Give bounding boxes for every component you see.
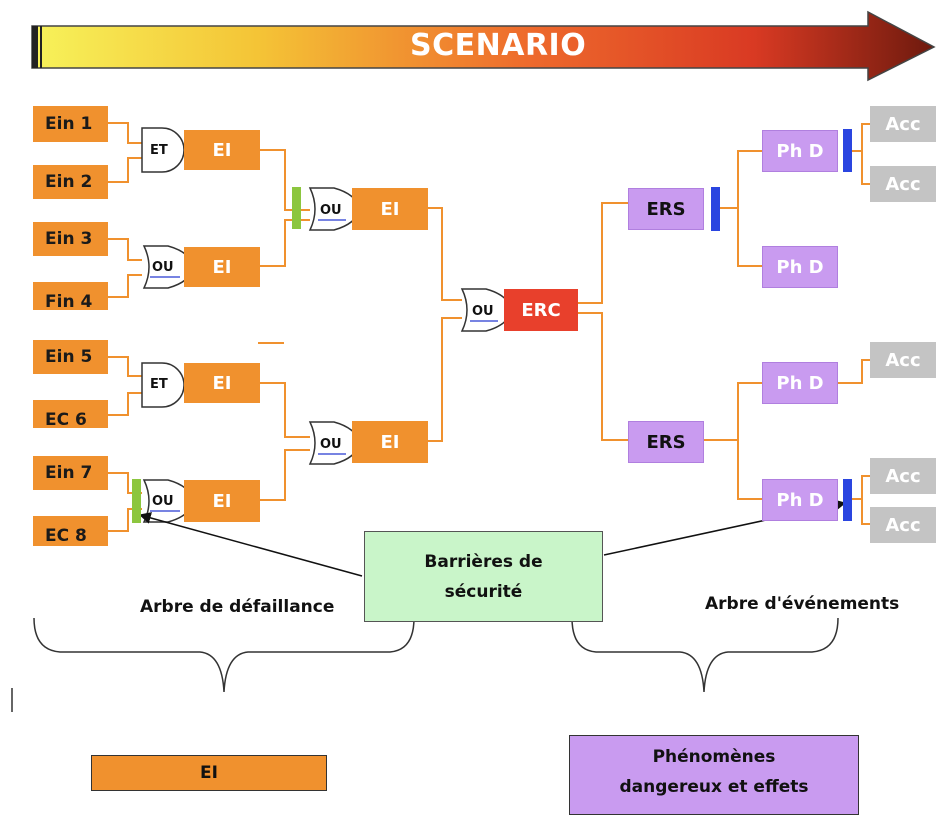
scenario-title: SCENARIO xyxy=(410,28,587,63)
input-box: EC 6 xyxy=(33,400,108,430)
security-barriers-box: Barrières de sécurité xyxy=(364,531,603,622)
and-gate-label: ET xyxy=(150,377,168,392)
input-box: EC 8 xyxy=(33,516,108,546)
or-gate-label: OU xyxy=(152,260,174,275)
green-barrier-marker xyxy=(292,187,301,229)
barrier-label-line1: Barrières de xyxy=(424,551,543,572)
phd-box: Ph D xyxy=(762,246,838,288)
barrier-label-line2: sécurité xyxy=(444,581,523,602)
legend-ei-box: EI xyxy=(91,755,327,791)
ei-box: EI xyxy=(184,130,260,170)
acc-box: Acc xyxy=(870,342,936,378)
scenario-arrow-icon xyxy=(31,10,936,82)
ei-box: EI xyxy=(352,421,428,463)
legend-ph-line2: dangereux et effets xyxy=(619,777,809,797)
acc-box: Acc xyxy=(870,106,936,142)
acc-box: Acc xyxy=(870,166,936,202)
and-gate-icon xyxy=(141,127,185,173)
input-box: Ein 3 xyxy=(33,222,108,256)
ei-box: EI xyxy=(184,363,260,403)
ers-box: ERS xyxy=(628,421,704,463)
or-gate-label: OU xyxy=(320,203,342,218)
acc-box: Acc xyxy=(870,507,936,543)
and-gate-label: ET xyxy=(150,143,168,158)
blue-barrier-marker xyxy=(843,479,852,521)
event-tree-label: Arbre d'événements xyxy=(705,594,900,614)
or-gate-label: OU xyxy=(152,494,174,509)
input-box: Ein 7 xyxy=(33,456,108,490)
or-gate-label: OU xyxy=(472,304,494,319)
ei-box: EI xyxy=(184,247,260,287)
legend-ph-line1: Phénomènes xyxy=(652,747,776,767)
blue-barrier-marker xyxy=(711,187,720,231)
and-gate-icon xyxy=(141,362,185,408)
input-box: Fin 4 xyxy=(33,282,108,312)
ei-box: EI xyxy=(184,480,260,522)
blue-barrier-marker xyxy=(843,129,852,172)
phd-box: Ph D xyxy=(762,130,838,172)
input-box: Ein 5 xyxy=(33,340,108,374)
acc-box: Acc xyxy=(870,458,936,494)
erc-box: ERC xyxy=(504,289,578,331)
fault-tree-label: Arbre de défaillance xyxy=(140,597,335,617)
or-gate-label: OU xyxy=(320,437,342,452)
input-box: Ein 2 xyxy=(33,165,108,199)
legend-dangerous-phenomena-box: Phénomènes dangereux et effets xyxy=(569,735,859,815)
ei-box: EI xyxy=(352,188,428,230)
phd-box: Ph D xyxy=(762,479,838,521)
green-barrier-marker xyxy=(132,479,141,523)
phd-box: Ph D xyxy=(762,362,838,404)
input-box: Ein 1 xyxy=(33,106,108,142)
ers-box: ERS xyxy=(628,188,704,230)
